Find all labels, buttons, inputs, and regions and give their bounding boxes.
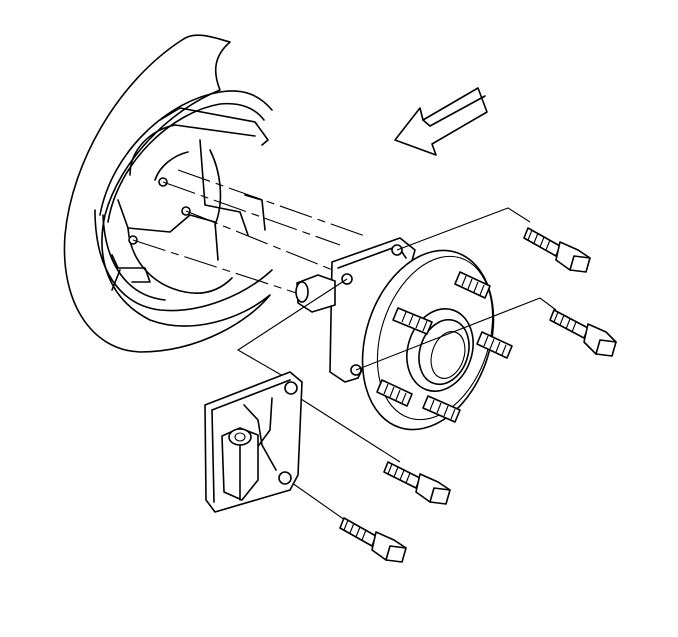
wheel-stud <box>422 395 461 423</box>
direction-arrow-icon <box>394 87 488 156</box>
wheel-hub-bearing-assembly <box>295 237 513 431</box>
hub-bolt-upper <box>523 227 591 273</box>
leader-lines <box>236 207 557 526</box>
wheel-stud <box>392 307 433 335</box>
mounting-bracket <box>204 371 303 513</box>
brake-backing-plate <box>63 34 273 353</box>
hub-bolt-lower <box>549 309 617 357</box>
bracket-bolt-upper <box>383 461 451 505</box>
wheel-stud <box>376 379 413 407</box>
wheel-stud <box>454 271 491 299</box>
wheel-stud <box>476 331 513 359</box>
bracket-bolt-lower <box>339 517 407 563</box>
